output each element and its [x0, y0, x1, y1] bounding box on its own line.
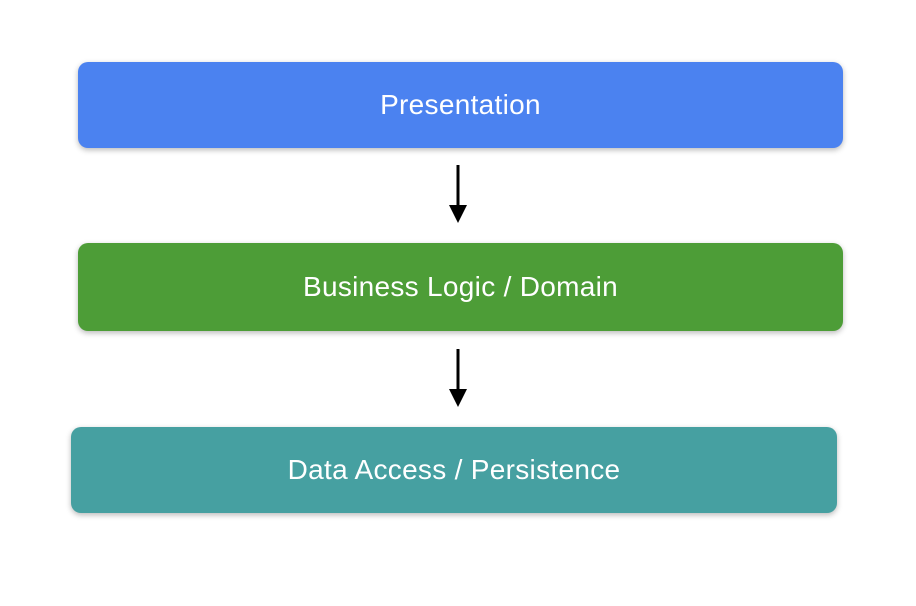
data-access-layer-label: Data Access / Persistence — [287, 454, 621, 485]
business-logic-layer-label: Business Logic / Domain — [302, 271, 619, 302]
presentation-layer-label: Presentation — [380, 89, 541, 120]
business-logic-layer-box: Business Logic / Domain — [78, 243, 843, 331]
down-arrow-icon — [446, 165, 470, 223]
presentation-layer-box: Presentation — [78, 62, 843, 148]
down-arrow-icon — [446, 349, 470, 407]
data-access-layer-box: Data Access / Persistence — [71, 427, 837, 513]
